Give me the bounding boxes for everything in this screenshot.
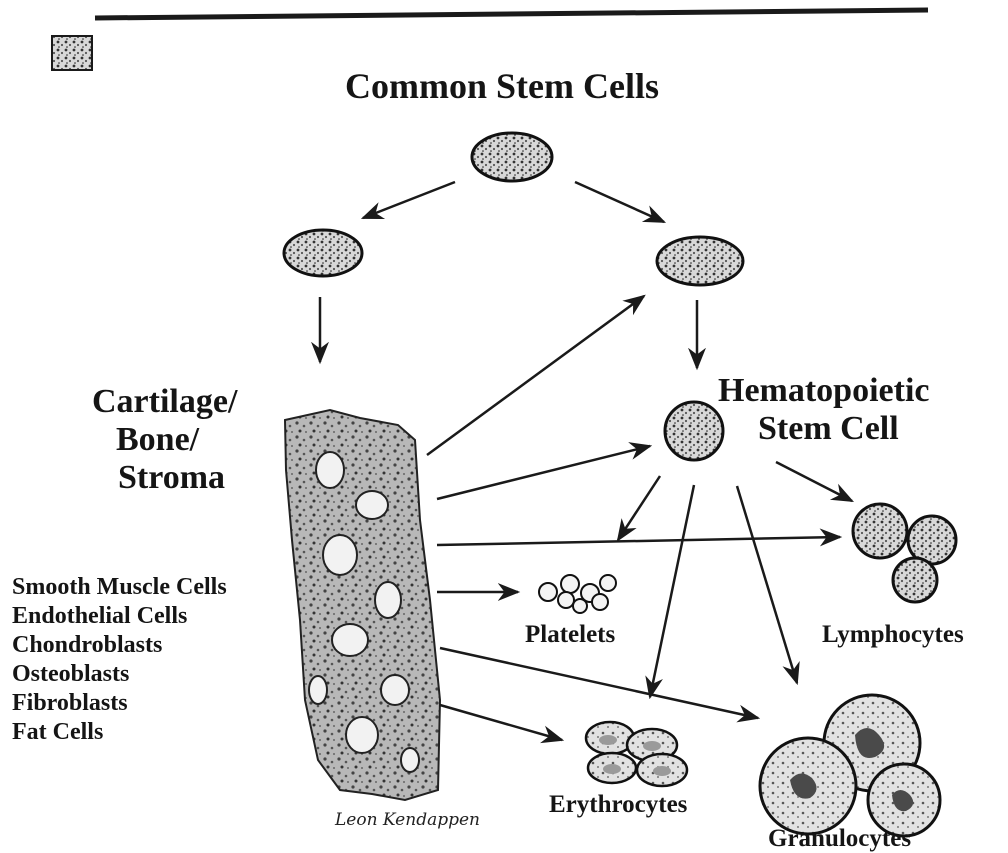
- diagram-title: Common Stem Cells: [345, 68, 659, 104]
- cartilage-label-line: Cartilage/: [92, 383, 237, 421]
- hematopoietic-progenitor-cell: [657, 237, 743, 285]
- arrow-stroma-to-erythrocytes: [440, 705, 562, 740]
- erythrocytes-label: Erythrocytes: [549, 792, 687, 817]
- stroma-label-line: Stroma: [92, 459, 237, 497]
- derivative-item: Chondroblasts: [12, 631, 227, 660]
- derivative-item: Fat Cells: [12, 718, 227, 747]
- hematopoietic-stem-cell-label: Hematopoietic Stem Cell: [718, 372, 930, 448]
- derivative-item: Endothelial Cells: [12, 602, 227, 631]
- derivative-item: Osteoblasts: [12, 660, 227, 689]
- derivative-item: Fibroblasts: [12, 689, 227, 718]
- arrow-stroma-to-progenitor: [427, 296, 644, 455]
- platelets-cluster: [539, 575, 616, 613]
- granulocytes-cluster: [760, 695, 940, 836]
- stem-cell-label-line: Stem Cell: [718, 410, 930, 448]
- derivative-item: Smooth Muscle Cells: [12, 573, 227, 602]
- erythrocytes-cluster: [586, 722, 687, 786]
- arrow-hsc-to-lymphocytes: [776, 462, 852, 501]
- lymphocytes-cluster: [853, 504, 956, 602]
- granulocytes-label: Granulocytes: [768, 826, 911, 851]
- arrow-common-to-mesenchymal: [363, 182, 455, 218]
- cartilage-bone-stroma-label: Cartilage/ Bone/ Stroma: [92, 383, 237, 497]
- arrow-hsc-to-granulocytes: [737, 486, 797, 683]
- arrow-common-to-hematopoietic-progenitor: [575, 182, 664, 222]
- arrow-stroma-to-granulocytes: [440, 648, 758, 718]
- hematopoietic-stem-cell: [665, 402, 723, 460]
- artist-signature: Leon Kendappen: [335, 810, 480, 830]
- arrow-stroma-to-hsc: [437, 446, 650, 499]
- platelets-label: Platelets: [525, 622, 615, 647]
- lymphocytes-label: Lymphocytes: [822, 622, 964, 647]
- corner-logo-mark: [52, 36, 92, 70]
- mesenchymal-stem-cell: [284, 230, 362, 276]
- mesenchymal-derivatives-list: Smooth Muscle Cells Endothelial Cells Ch…: [12, 573, 227, 747]
- arrow-hsc-to-platelets: [618, 476, 660, 540]
- stroma-tissue-column: [285, 410, 440, 800]
- hematopoietic-label-line: Hematopoietic: [718, 372, 930, 410]
- arrow-stroma-to-lymphocytes: [437, 537, 840, 545]
- header-rule: [95, 10, 928, 18]
- common-stem-cell: [472, 133, 552, 181]
- bone-label-line: Bone/: [92, 421, 237, 459]
- arrow-hsc-to-erythrocytes: [650, 485, 694, 697]
